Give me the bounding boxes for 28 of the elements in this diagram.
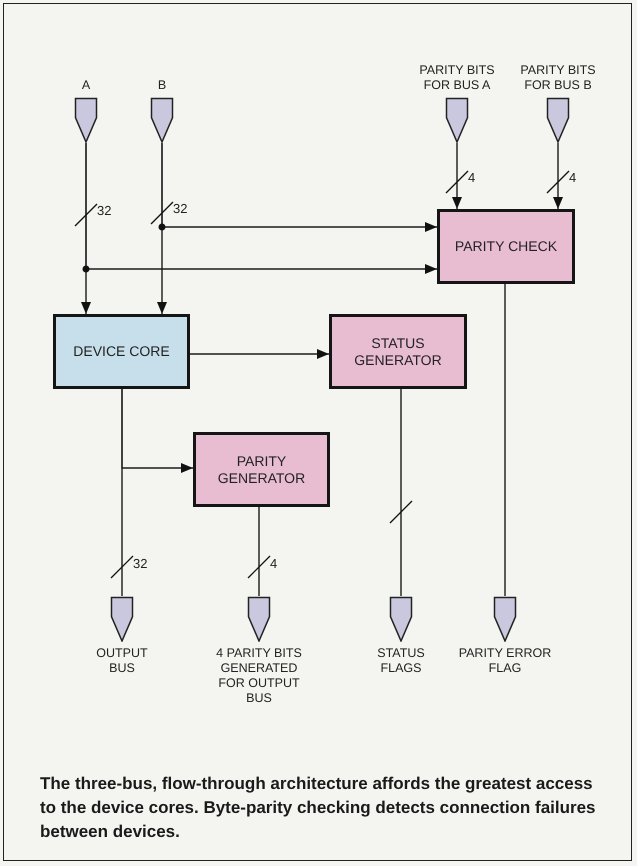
pin-label: A — [80, 78, 92, 93]
pin-label: PARITY BITS FOR BUS A — [418, 63, 496, 93]
process-block: DEVICE CORE — [53, 314, 190, 389]
bus-width-label: 4 — [270, 556, 278, 571]
pin-label: PARITY BITS FOR BUS B — [519, 63, 597, 93]
arrow — [452, 143, 462, 209]
pin-label: STATUS FLAGS — [376, 646, 426, 676]
pin-label: PARITY ERROR FLAG — [458, 646, 552, 676]
connector-line — [121, 389, 123, 596]
arrow — [553, 143, 563, 209]
bus-width-label: 32 — [173, 201, 188, 216]
arrow — [161, 143, 437, 232]
process-block: PARITY CHECK — [437, 209, 575, 284]
connector-line — [400, 389, 402, 596]
bus-width-label: 32 — [133, 556, 148, 571]
process-block: PARITY GENERATOR — [193, 432, 330, 507]
pin-label: OUTPUT BUS — [95, 646, 149, 676]
pin-label: 4 PARITY BITS GENERATED FOR OUTPUT BUS — [215, 646, 303, 706]
caption: The three-bus, flow-through architecture affords the greatest access to the device cores. Byte-parity checking detects connection failures between devices. — [40, 773, 597, 843]
arrow — [190, 349, 329, 359]
arrow — [85, 143, 437, 274]
bus-width-label: 32 — [97, 203, 112, 218]
connector-line — [258, 507, 260, 596]
process-block: STATUS GENERATOR — [329, 314, 467, 389]
bus-width-label: 4 — [569, 170, 576, 185]
pin-label: B — [156, 78, 168, 93]
bus-width-label: 4 — [468, 170, 476, 185]
connector-line — [504, 284, 506, 596]
